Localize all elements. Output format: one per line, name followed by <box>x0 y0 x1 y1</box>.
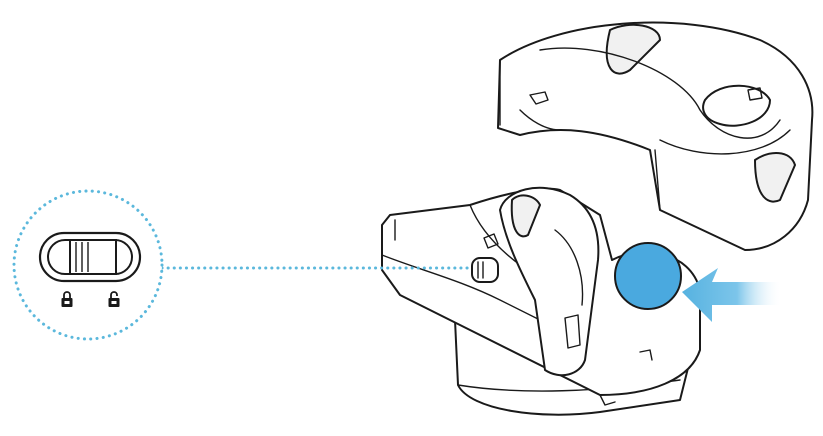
lock-closed-icon <box>61 291 73 307</box>
magnified-slider-switch <box>38 231 142 283</box>
slider-switch-on-unit <box>471 257 499 283</box>
release-button <box>614 242 682 310</box>
lock-open-icon <box>108 291 120 307</box>
arrow-right-icon <box>682 268 782 322</box>
top-cover <box>497 21 814 251</box>
callout-magnifier <box>12 189 164 341</box>
